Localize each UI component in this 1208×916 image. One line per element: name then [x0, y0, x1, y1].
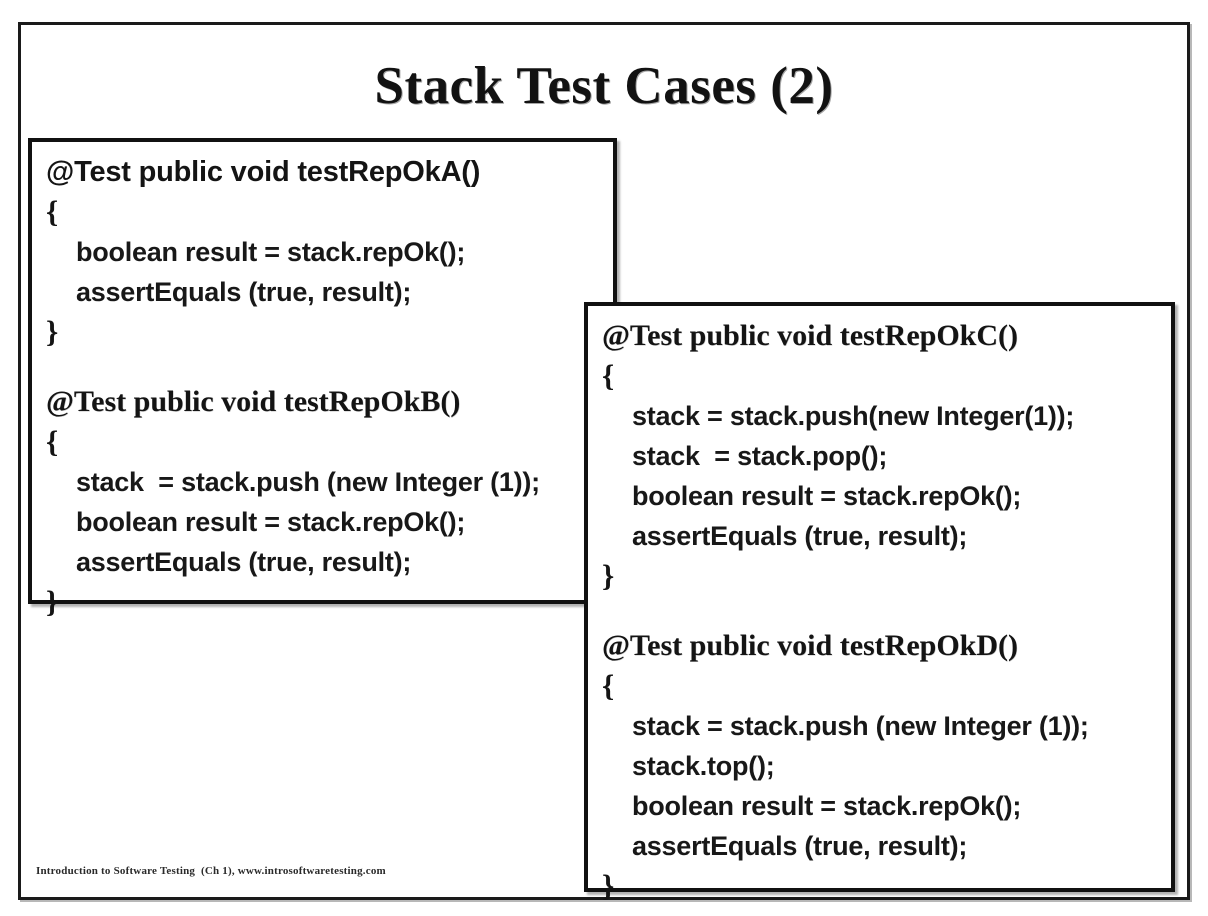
test-box-c-d: @Test public void testRepOkC() { stack =… [584, 302, 1175, 903]
code-line: stack = stack.push (new Integer (1)); [632, 711, 1089, 741]
code-line: assertEquals (true, result); [632, 831, 968, 861]
code-line: stack = stack.pop(); [632, 441, 888, 471]
code-line: assertEquals (true, result); [632, 521, 968, 551]
method-signature: @Test public void testRepOkA() [46, 156, 481, 188]
method-body: boolean result = stack.repOk(); assertEq… [46, 232, 599, 312]
method-body: stack = stack.push (new Integer (1)); st… [602, 706, 1157, 866]
method-signature: @Test public void testRepOkD() [602, 629, 1019, 662]
code-line: boolean result = stack.repOk(); [76, 237, 466, 267]
slide-footer: Introduction to Software Testing (Ch 1),… [36, 865, 386, 877]
method-body: stack = stack.push(new Integer(1)); stac… [602, 396, 1157, 556]
code-line: assertEquals (true, result); [76, 547, 412, 577]
method-signature: @Test public void testRepOkC() [602, 319, 1019, 352]
code-content-c-d: @Test public void testRepOkC() { stack =… [588, 306, 1171, 914]
method-body: stack = stack.push (new Integer (1)); bo… [46, 462, 599, 582]
page-title: Stack Test Cases (2) [374, 57, 834, 115]
code-line: stack = stack.push (new Integer (1)); [76, 467, 540, 497]
code-content-a-b: @Test public void testRepOkA() { boolean… [32, 142, 613, 630]
code-line: stack.top(); [632, 751, 775, 781]
close-brace: } [46, 314, 59, 349]
open-brace: { [46, 194, 59, 229]
open-brace: { [602, 668, 615, 703]
snippet-testRepOkD: @Test public void testRepOkD() { stack =… [602, 626, 1157, 906]
test-box-a-b: @Test public void testRepOkA() { boolean… [28, 138, 617, 619]
open-brace: { [602, 358, 615, 393]
snippet-testRepOkB: @Test public void testRepOkB() { stack =… [46, 382, 599, 622]
code-line: boolean result = stack.repOk(); [76, 507, 466, 537]
close-brace: } [46, 584, 59, 619]
code-line: boolean result = stack.repOk(); [632, 791, 1022, 821]
snippet-testRepOkA: @Test public void testRepOkA() { boolean… [46, 152, 599, 352]
open-brace: { [46, 424, 59, 459]
code-line: stack = stack.push(new Integer(1)); [632, 401, 1075, 431]
code-line: boolean result = stack.repOk(); [632, 481, 1022, 511]
close-brace: } [602, 868, 615, 903]
code-line: assertEquals (true, result); [76, 277, 412, 307]
method-signature: @Test public void testRepOkB() [46, 385, 461, 418]
close-brace: } [602, 558, 615, 593]
snippet-testRepOkC: @Test public void testRepOkC() { stack =… [602, 316, 1157, 596]
